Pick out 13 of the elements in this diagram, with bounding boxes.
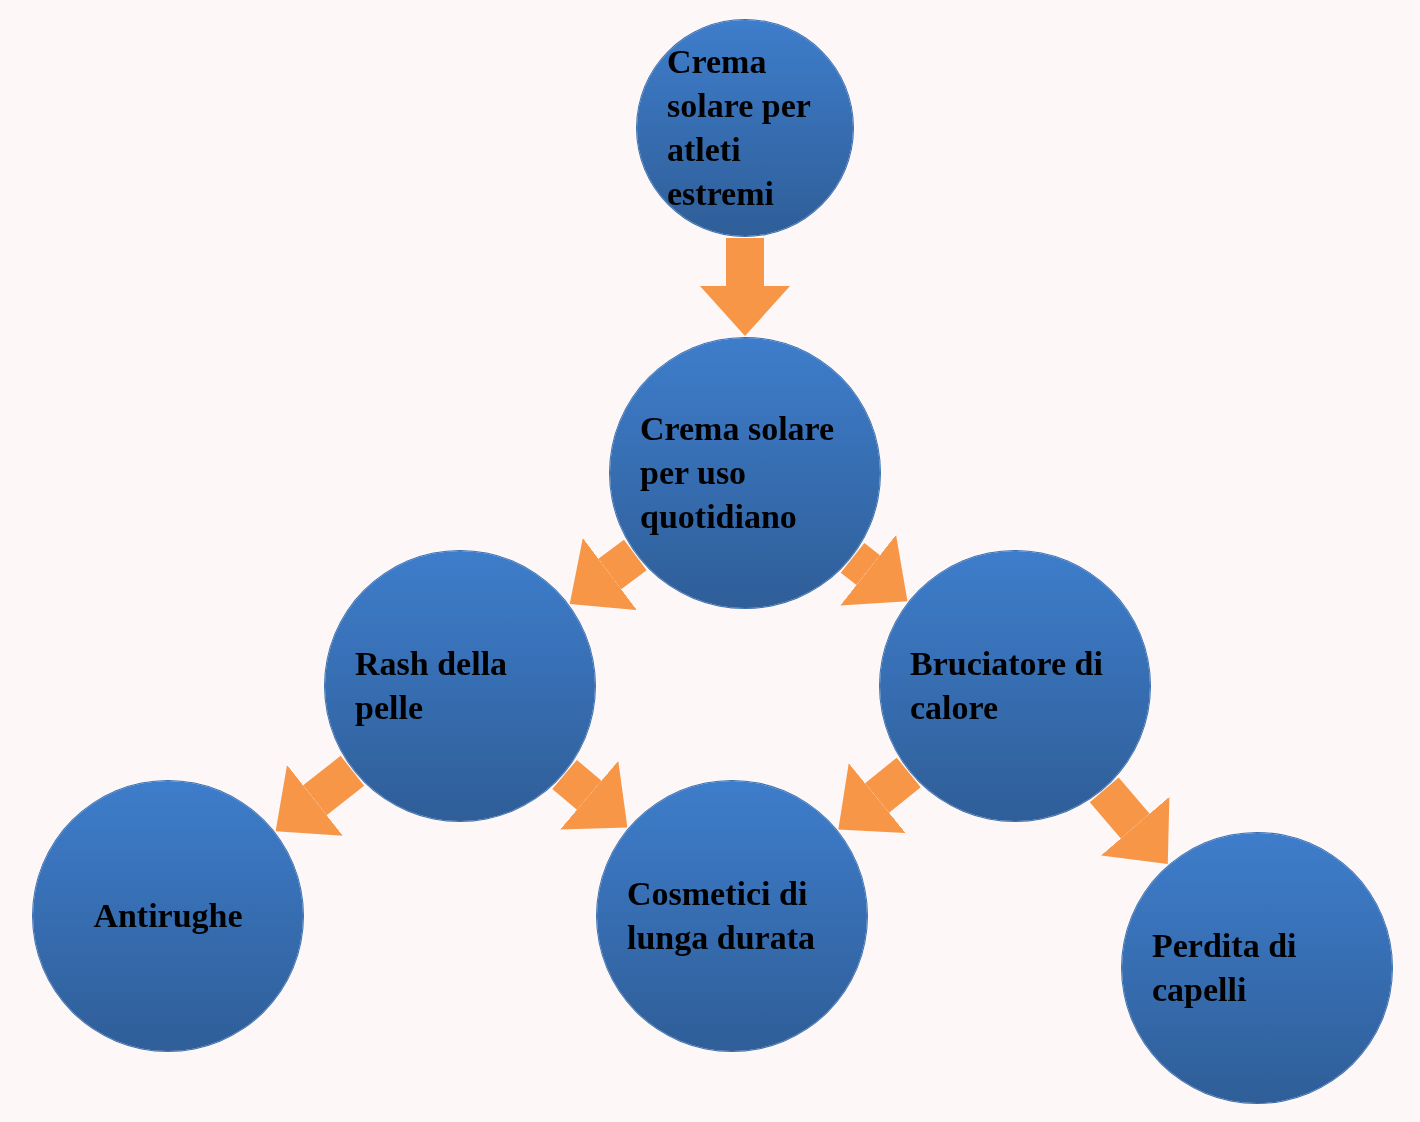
node-label: Antirughe bbox=[93, 895, 243, 936]
block-arrow bbox=[275, 755, 365, 836]
node-label: Crema solare per atleti estremi bbox=[667, 41, 812, 215]
block-arrow bbox=[840, 534, 908, 606]
block-arrow bbox=[569, 538, 647, 611]
node-label: Cosmetici di lunga durata bbox=[627, 873, 816, 958]
node-label: Bruciatore di calore bbox=[910, 643, 1104, 728]
block-arrow bbox=[1089, 777, 1170, 865]
node-label: Perdita di capelli bbox=[1152, 925, 1298, 1010]
node-label: Crema solare per uso quotidiano bbox=[640, 408, 836, 538]
node-label: Rash della pelle bbox=[355, 643, 509, 728]
block-arrow bbox=[838, 757, 921, 833]
block-arrow bbox=[700, 238, 790, 336]
